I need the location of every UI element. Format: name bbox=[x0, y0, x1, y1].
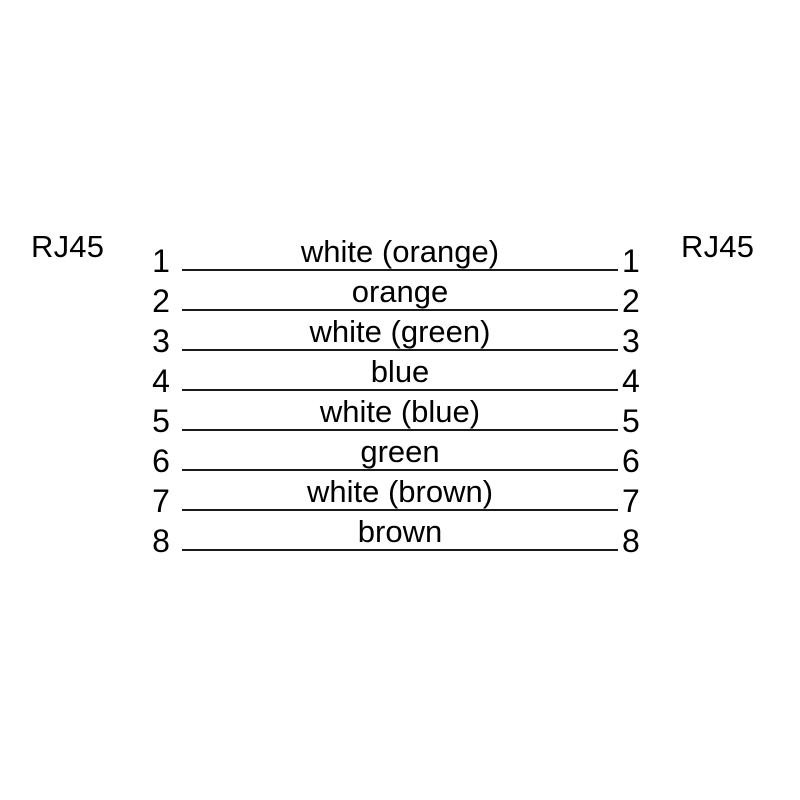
wire-line bbox=[182, 509, 618, 511]
wire-line bbox=[182, 389, 618, 391]
pin-number-left: 8 bbox=[152, 523, 170, 559]
wire-label: white (orange) bbox=[300, 234, 500, 269]
wire-line bbox=[182, 429, 618, 431]
wire-label: white (brown) bbox=[306, 474, 494, 509]
pin-number-right: 1 bbox=[622, 243, 640, 279]
pin-number-right: 2 bbox=[622, 283, 640, 319]
pin-row: 1 white (orange) 1 bbox=[145, 236, 655, 287]
wire-line bbox=[182, 469, 618, 471]
pin-number-left: 4 bbox=[152, 363, 170, 399]
pin-row: 3 white (green) 3 bbox=[145, 316, 655, 367]
pin-number-left: 1 bbox=[152, 243, 170, 279]
pin-row: 8 brown 8 bbox=[145, 516, 655, 567]
connector-label-right: RJ45 bbox=[681, 229, 755, 264]
wire-label: orange bbox=[351, 274, 449, 309]
pin-number-right: 8 bbox=[622, 523, 640, 559]
wire-label: blue bbox=[370, 354, 430, 389]
pin-row: 7 white (brown) 7 bbox=[145, 476, 655, 527]
pin-number-right: 5 bbox=[622, 403, 640, 439]
pin-row: 2 orange 2 bbox=[145, 276, 655, 327]
pin-number-left: 3 bbox=[152, 323, 170, 359]
pin-row: 6 green 6 bbox=[145, 436, 655, 487]
pin-number-right: 6 bbox=[622, 443, 640, 479]
wire-line bbox=[182, 349, 618, 351]
wire-label: white (blue) bbox=[319, 394, 481, 429]
wire-line bbox=[182, 309, 618, 311]
wire-line bbox=[182, 269, 618, 271]
pin-number-right: 7 bbox=[622, 483, 640, 519]
pin-number-right: 4 bbox=[622, 363, 640, 399]
pin-row: 4 blue 4 bbox=[145, 356, 655, 407]
pin-number-left: 2 bbox=[152, 283, 170, 319]
wire-label: brown bbox=[357, 514, 443, 549]
wire-label: white (green) bbox=[309, 314, 491, 349]
pin-number-left: 7 bbox=[152, 483, 170, 519]
wire-line bbox=[182, 549, 618, 551]
pin-number-left: 5 bbox=[152, 403, 170, 439]
connector-label-left: RJ45 bbox=[31, 229, 105, 264]
pin-row: 5 white (blue) 5 bbox=[145, 396, 655, 447]
wire-label: green bbox=[360, 434, 440, 469]
pin-number-left: 6 bbox=[152, 443, 170, 479]
pin-number-right: 3 bbox=[622, 323, 640, 359]
